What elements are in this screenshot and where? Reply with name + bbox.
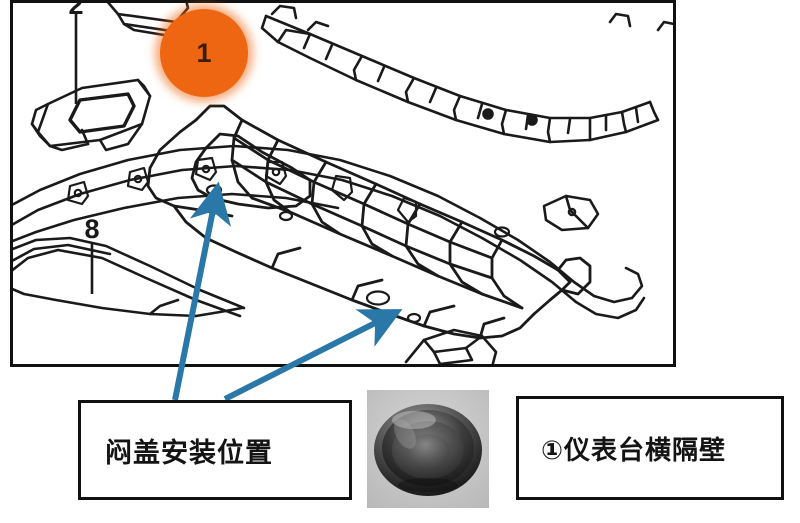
callout-badge-1-number: 1 (196, 37, 212, 68)
caption-box-install-position: 闷盖安装位置 (78, 400, 352, 500)
technical-diagram-frame: 2 8 (10, 0, 676, 367)
caption-box-part-name: ①仪表台横隔壁 (516, 396, 784, 500)
part-lower-right-bracket (404, 328, 498, 364)
callout-badge-1: 1 (160, 9, 248, 97)
part-right-brace (13, 144, 646, 320)
callout-8-label: 8 (84, 214, 99, 244)
part-upper-right-grille (260, 4, 673, 144)
callout-2-label: 2 (68, 0, 83, 20)
rubber-grommet-photo (367, 390, 489, 508)
technical-line-drawing: 2 8 (13, 0, 673, 364)
part-bracket-2 (30, 78, 152, 152)
callout-leader-lines (74, 12, 94, 294)
caption-right-text: ①仪表台横隔壁 (541, 435, 727, 466)
caption-left-text: 闷盖安装位置 (105, 437, 273, 469)
part-right-small-clip (542, 194, 600, 232)
